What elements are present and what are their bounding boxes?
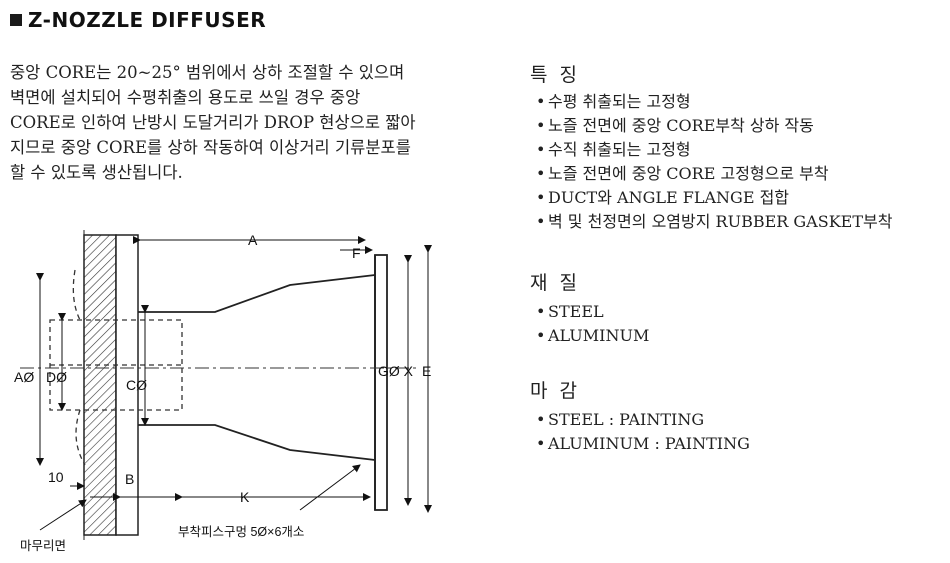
dim-label-a: A [248, 232, 258, 248]
features-item: •벽 및 천정면의 오염방지 RUBBER GASKET부착 [536, 212, 893, 231]
dim-label-k: K [240, 489, 250, 505]
finish-face-label: 마무리면 [20, 539, 66, 553]
finish-heading: 마감 [530, 380, 589, 402]
features-item: •DUCT와 ANGLE FLANGE 접합 [536, 188, 790, 207]
dim-label-e: E [422, 363, 431, 379]
material-item-text: ALUMINUM [548, 326, 650, 345]
features-item-text: 노즐 전면에 중앙 CORE부착 상하 작동 [548, 116, 814, 135]
wall-section [83, 230, 139, 540]
dim-label-a-dia: AØ [14, 369, 34, 385]
dim-label-10: 10 [48, 469, 64, 485]
features-item-text: 노즐 전면에 중앙 CORE 고정형으로 부착 [548, 164, 829, 183]
diffuser-technical-drawing: A F AØ DØ CØ GØ X E 10 B K 부착피스구멍 5Ø×6개소… [14, 230, 432, 553]
description-line: 할 수 있도록 생산됩니다. [10, 163, 183, 182]
title-text: Z-NOZZLE DIFFUSER [28, 8, 267, 32]
description-line: 중앙 CORE는 20~25° 범위에서 상하 조절할 수 있으며 [10, 63, 405, 82]
features-item: •노즐 전면에 중앙 CORE부착 상하 작동 [536, 116, 814, 135]
description: 중앙 CORE는 20~25° 범위에서 상하 조절할 수 있으며 벽면에 설치… [10, 60, 480, 185]
features-item: •수직 취출되는 고정형 [536, 140, 691, 159]
features-item-text: DUCT와 ANGLE FLANGE 접합 [548, 188, 790, 207]
dimension-lines [36, 236, 432, 531]
features-item: •노즐 전면에 중앙 CORE 고정형으로 부착 [536, 164, 829, 183]
features-item: •수평 취출되는 고정형 [536, 92, 691, 111]
finish-item: •ALUMINUM : PAINTING [536, 434, 750, 453]
features-list: •수평 취출되는 고정형 •노즐 전면에 중앙 CORE부착 상하 작동 •수직… [536, 90, 892, 234]
features-heading: 특징 [530, 64, 589, 86]
description-line: CORE로 인하여 난방시 도달거리가 DROP 현상으로 짧아 [10, 113, 416, 132]
material-list: •STEEL •ALUMINUM [536, 300, 649, 348]
dim-label-f: F [352, 245, 361, 261]
hole-note: 부착피스구멍 5Ø×6개소 [178, 525, 304, 539]
core-dashed [49, 269, 183, 466]
features-item-text: 수평 취출되는 고정형 [548, 92, 691, 111]
square-bullet-icon [10, 14, 22, 26]
dim-label-c-dia: CØ [126, 377, 147, 393]
features-item-text: 벽 및 천정면의 오염방지 RUBBER GASKET부착 [548, 212, 893, 231]
page-title: Z-NOZZLE DIFFUSER [10, 8, 266, 32]
finish-item: •STEEL : PAINTING [536, 410, 705, 429]
dim-label-g-x: GØ X [378, 363, 414, 379]
description-line: 지므로 중앙 CORE를 상하 작동하여 이상거리 기류분포를 [10, 138, 411, 157]
finish-list: •STEEL : PAINTING •ALUMINUM : PAINTING [536, 408, 750, 456]
dim-label-b: B [125, 471, 134, 487]
material-item: •STEEL [536, 302, 604, 321]
material-item-text: STEEL [548, 302, 604, 321]
description-line: 벽면에 설치되어 수평취출의 용도로 쓰일 경우 중앙 [10, 88, 361, 107]
material-item: •ALUMINUM [536, 326, 650, 345]
features-item-text: 수직 취출되는 고정형 [548, 140, 691, 159]
dim-label-d-dia: DØ [46, 369, 67, 385]
finish-item-text: STEEL : PAINTING [548, 410, 705, 429]
nozzle-body [138, 254, 388, 511]
material-heading: 재질 [530, 272, 589, 294]
finish-item-text: ALUMINUM : PAINTING [548, 434, 750, 453]
